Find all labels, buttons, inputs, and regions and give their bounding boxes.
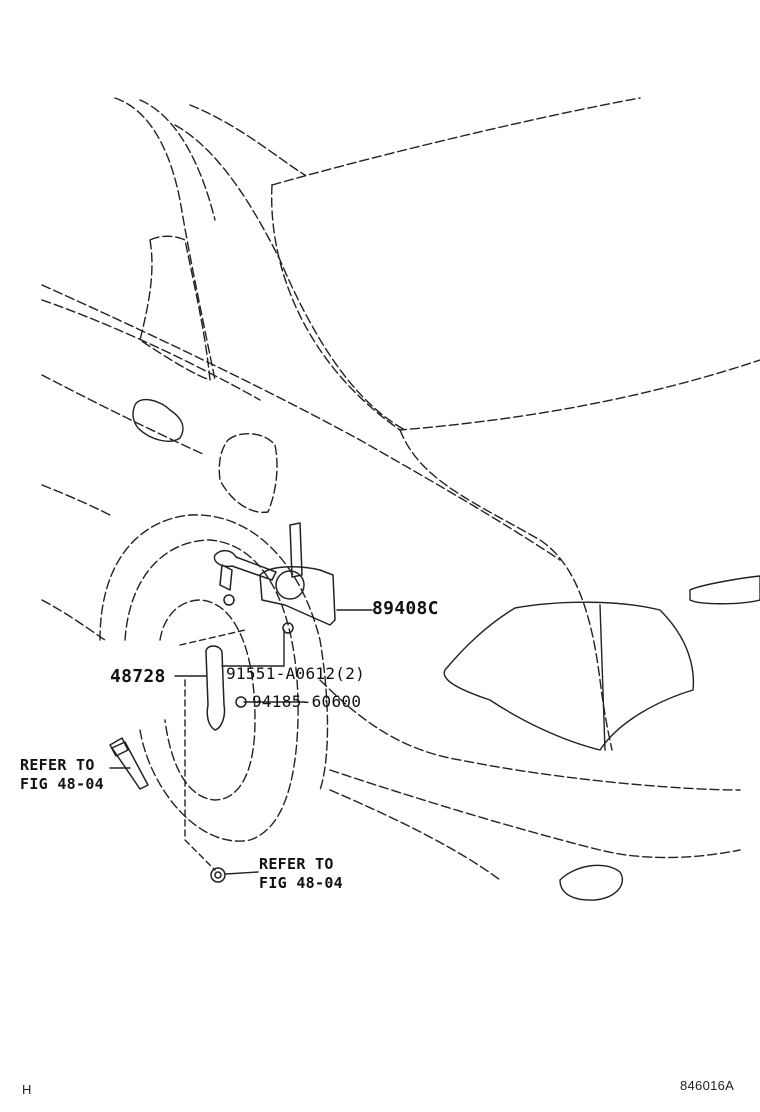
fuel-lid [218,433,278,514]
car-body-outline [41,97,760,881]
refer-nut-line1[interactable]: REFER TO [259,855,334,873]
footer-left-code: H [22,1082,32,1097]
part-label-nut[interactable]: 94185-60600 [252,692,362,711]
door-handle [132,398,184,442]
rear-window [139,235,211,381]
exhaust-tip [559,864,623,901]
reference-lines [179,629,246,871]
wheel [99,514,329,842]
part-label-sensor[interactable]: 89408C [372,598,439,619]
refer-nut-line2[interactable]: FIG 48-04 [259,874,343,892]
nut [210,867,226,883]
refer-bolt-line2[interactable]: FIG 48-04 [20,775,104,793]
part-label-screw[interactable]: 91551-A0612(2) [226,664,366,683]
tail-light [443,575,760,751]
bolt [109,737,149,790]
leader-lines [109,609,373,875]
refer-bolt-line1[interactable]: REFER TO [20,756,95,774]
figure-number: 846016A [680,1078,735,1093]
height-sensor [213,522,336,626]
part-label-bracket[interactable]: 48728 [110,666,166,687]
